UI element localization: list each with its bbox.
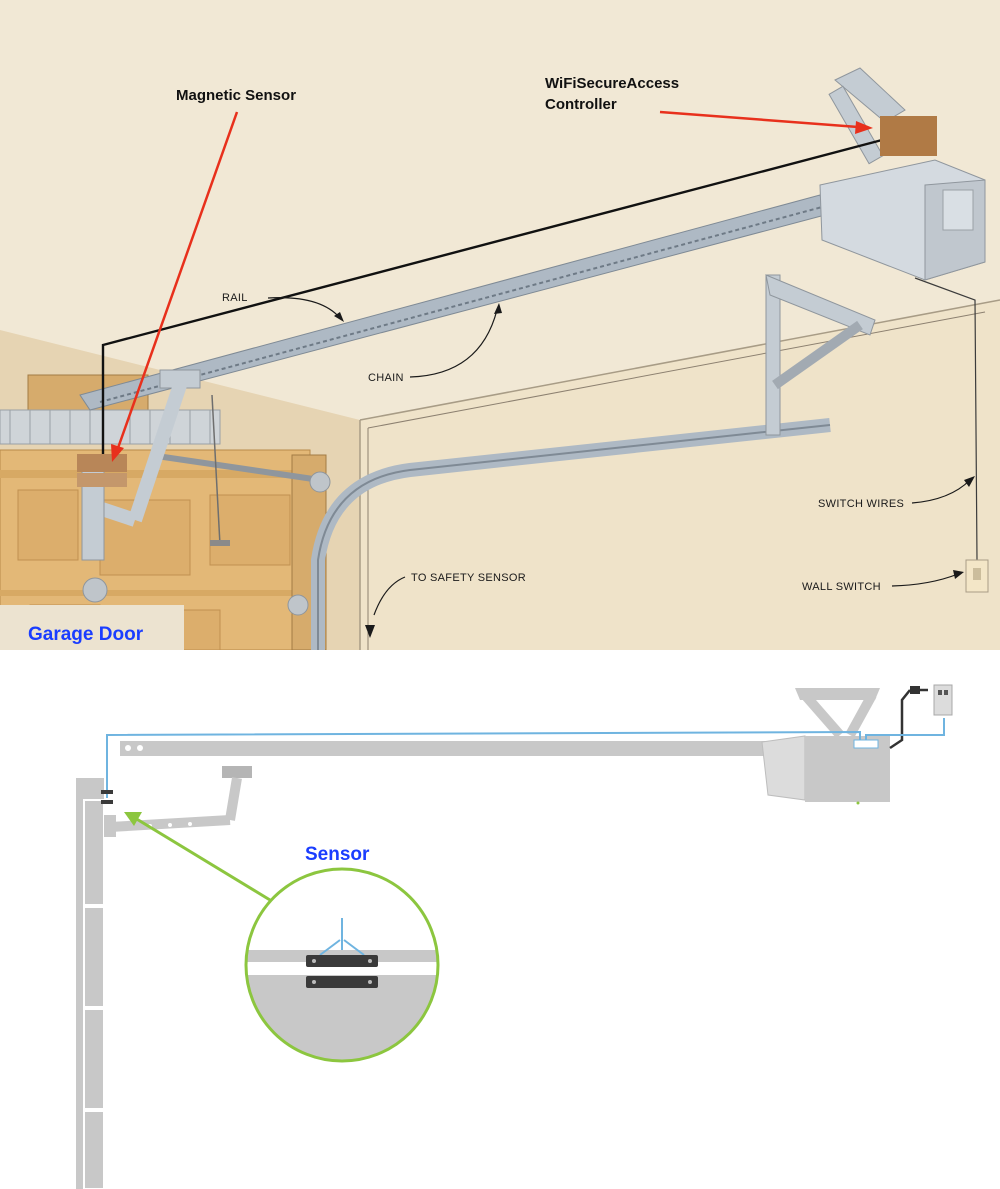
switch-wires-leader	[911, 479, 971, 504]
sensor-callout-arrowhead	[124, 812, 142, 826]
adapter-wire	[865, 718, 945, 742]
switch-wires-label: SWITCH WIRES	[818, 498, 904, 510]
wall-top-wire	[367, 311, 986, 429]
wall-switch-leader	[891, 573, 959, 587]
wall-switch-toggle	[973, 568, 981, 580]
rail-bolt-2	[137, 745, 143, 751]
magnetic-sensor-top	[77, 454, 127, 472]
door-hinge-left	[82, 577, 108, 603]
door-sensor-top	[101, 790, 113, 794]
rail-leader-head	[334, 312, 344, 322]
controller-label-line1: WiFiSecureAccess	[545, 75, 679, 92]
door-panels	[76, 778, 105, 1189]
door-arm	[81, 369, 230, 561]
sensor-magnified-view	[246, 869, 438, 1061]
door-sensor-bottom	[101, 800, 113, 804]
safety-sensor-label: TO SAFETY SENSOR	[411, 572, 526, 584]
magnetic-sensor-label: Magnetic Sensor	[176, 87, 296, 104]
rail-bolt-1	[125, 745, 131, 751]
door-arm-bottom	[104, 766, 252, 837]
wall-ceiling-edge	[359, 299, 1000, 421]
rail-label: RAIL	[222, 292, 248, 304]
safety-sensor-leader	[373, 576, 406, 616]
door-hinge-right	[287, 594, 309, 616]
door-track-edge	[317, 424, 831, 650]
sensor-wire	[106, 730, 861, 798]
sensor-callout-arrow	[134, 816, 271, 902]
rail-leader	[267, 297, 341, 319]
chain	[99, 206, 823, 403]
controller-connector	[853, 739, 879, 749]
controller-arrowhead	[855, 121, 873, 134]
right-wall	[360, 300, 1000, 650]
rail-bottom	[120, 741, 780, 756]
garage-door-label-bg	[0, 605, 184, 650]
controller-label-line2: Controller	[545, 96, 617, 113]
wifi-controller-box	[880, 116, 937, 156]
opener-installation-illustration: Magnetic Sensor WiFiSecureAccess Control…	[0, 0, 1000, 650]
opener-motor-unit	[819, 159, 986, 281]
power-adapter	[889, 684, 953, 750]
garage-door-label: Garage Door	[28, 624, 144, 645]
opener-ceiling-bracket	[834, 67, 906, 123]
switch-wires-leader-head	[964, 476, 975, 487]
controller-sensor-wire	[101, 138, 883, 465]
torsion-spring	[0, 409, 331, 493]
chain-label: CHAIN	[368, 372, 404, 384]
chain-leader-head	[494, 303, 502, 314]
track-hanger-bracket	[765, 274, 876, 436]
sensor-label: Sensor	[305, 844, 370, 865]
safety-sensor-arrow	[365, 625, 375, 638]
wall-switch-label: WALL SWITCH	[802, 581, 881, 593]
magnetic-sensor-arrow	[116, 111, 239, 449]
magnetic-sensor-bottom	[77, 473, 127, 487]
sensor-placement-diagram: Sensor	[76, 684, 953, 1189]
magnetic-sensor-arrowhead	[111, 444, 124, 462]
wall-switch-leader-head	[953, 570, 964, 579]
chain-leader	[409, 309, 498, 378]
controller-arrow	[659, 110, 859, 129]
sensor-magnifier-ring	[244, 867, 440, 1063]
switch-wires	[914, 277, 978, 561]
